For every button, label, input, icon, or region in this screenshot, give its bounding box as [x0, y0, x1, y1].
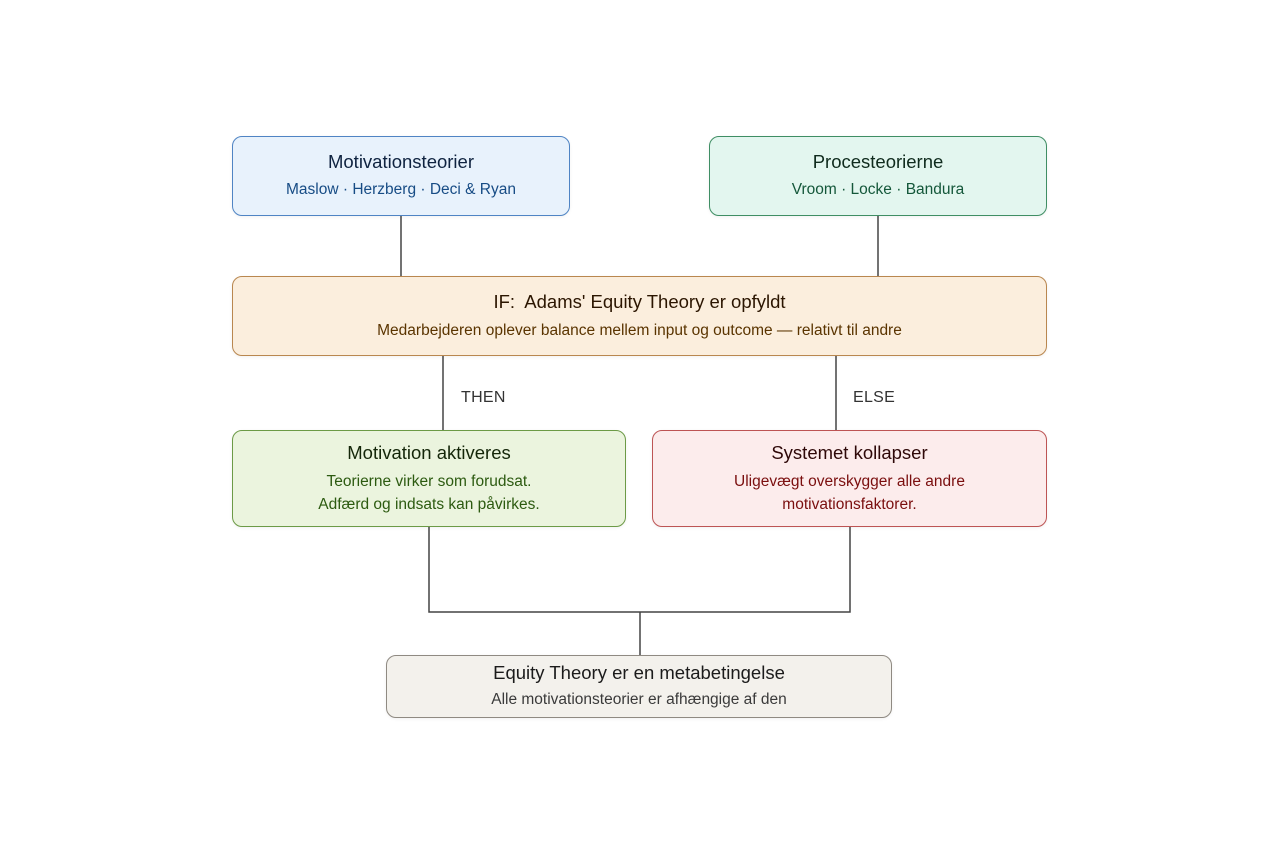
then-edge-label: THEN [461, 389, 506, 406]
description-line: Teorierne virker som forudsat. [326, 472, 532, 490]
connector-then-to-merge [428, 527, 640, 613]
node-subtitle: Vroom · Locke · Bandura [791, 181, 965, 198]
connector-else-to-merge [640, 527, 851, 613]
node-title: IF: Adams' Equity Theory er opfyldt [493, 290, 786, 312]
process-theories-node: Procesteorierne Vroom · Locke · Bandura [709, 136, 1047, 216]
motivation-theories-node: Motivationsteorier Maslow · Herzberg · D… [232, 136, 570, 216]
node-subtitle: Maslow · Herzberg · Deci & Ryan [286, 181, 516, 198]
node-title: Systemet kollapser [771, 441, 928, 463]
node-title: Procesteorierne [812, 151, 944, 172]
description-line: motivationsfaktorer. [782, 495, 917, 513]
description-line: Adfærd og indsats kan påvirkes. [318, 495, 540, 513]
motivation-activated-node: Motivation aktiveres Teorierne virker so… [232, 430, 626, 527]
meta-condition-node: Equity Theory er en metabetingelse Alle … [386, 655, 892, 718]
node-title: Motivation aktiveres [347, 441, 511, 463]
node-title: Equity Theory er en metabetingelse [493, 662, 785, 683]
else-edge-label: ELSE [853, 389, 896, 406]
node-description: Uligevægt overskygger alle andre motivat… [734, 470, 965, 516]
description-line: Uligevægt overskygger alle andre [734, 472, 965, 490]
node-subtitle: Alle motivationsteorier er afhængige af … [491, 691, 787, 708]
node-description: Teorierne virker som forudsat. Adfærd og… [318, 470, 539, 516]
node-subtitle: Medarbejderen oplever balance mellem inp… [377, 321, 902, 339]
equity-condition-node: IF: Adams' Equity Theory er opfyldt Meda… [232, 276, 1047, 356]
node-title: Motivationsteorier [327, 151, 474, 172]
system-collapse-node: Systemet kollapser Uligevægt overskygger… [652, 430, 1047, 527]
